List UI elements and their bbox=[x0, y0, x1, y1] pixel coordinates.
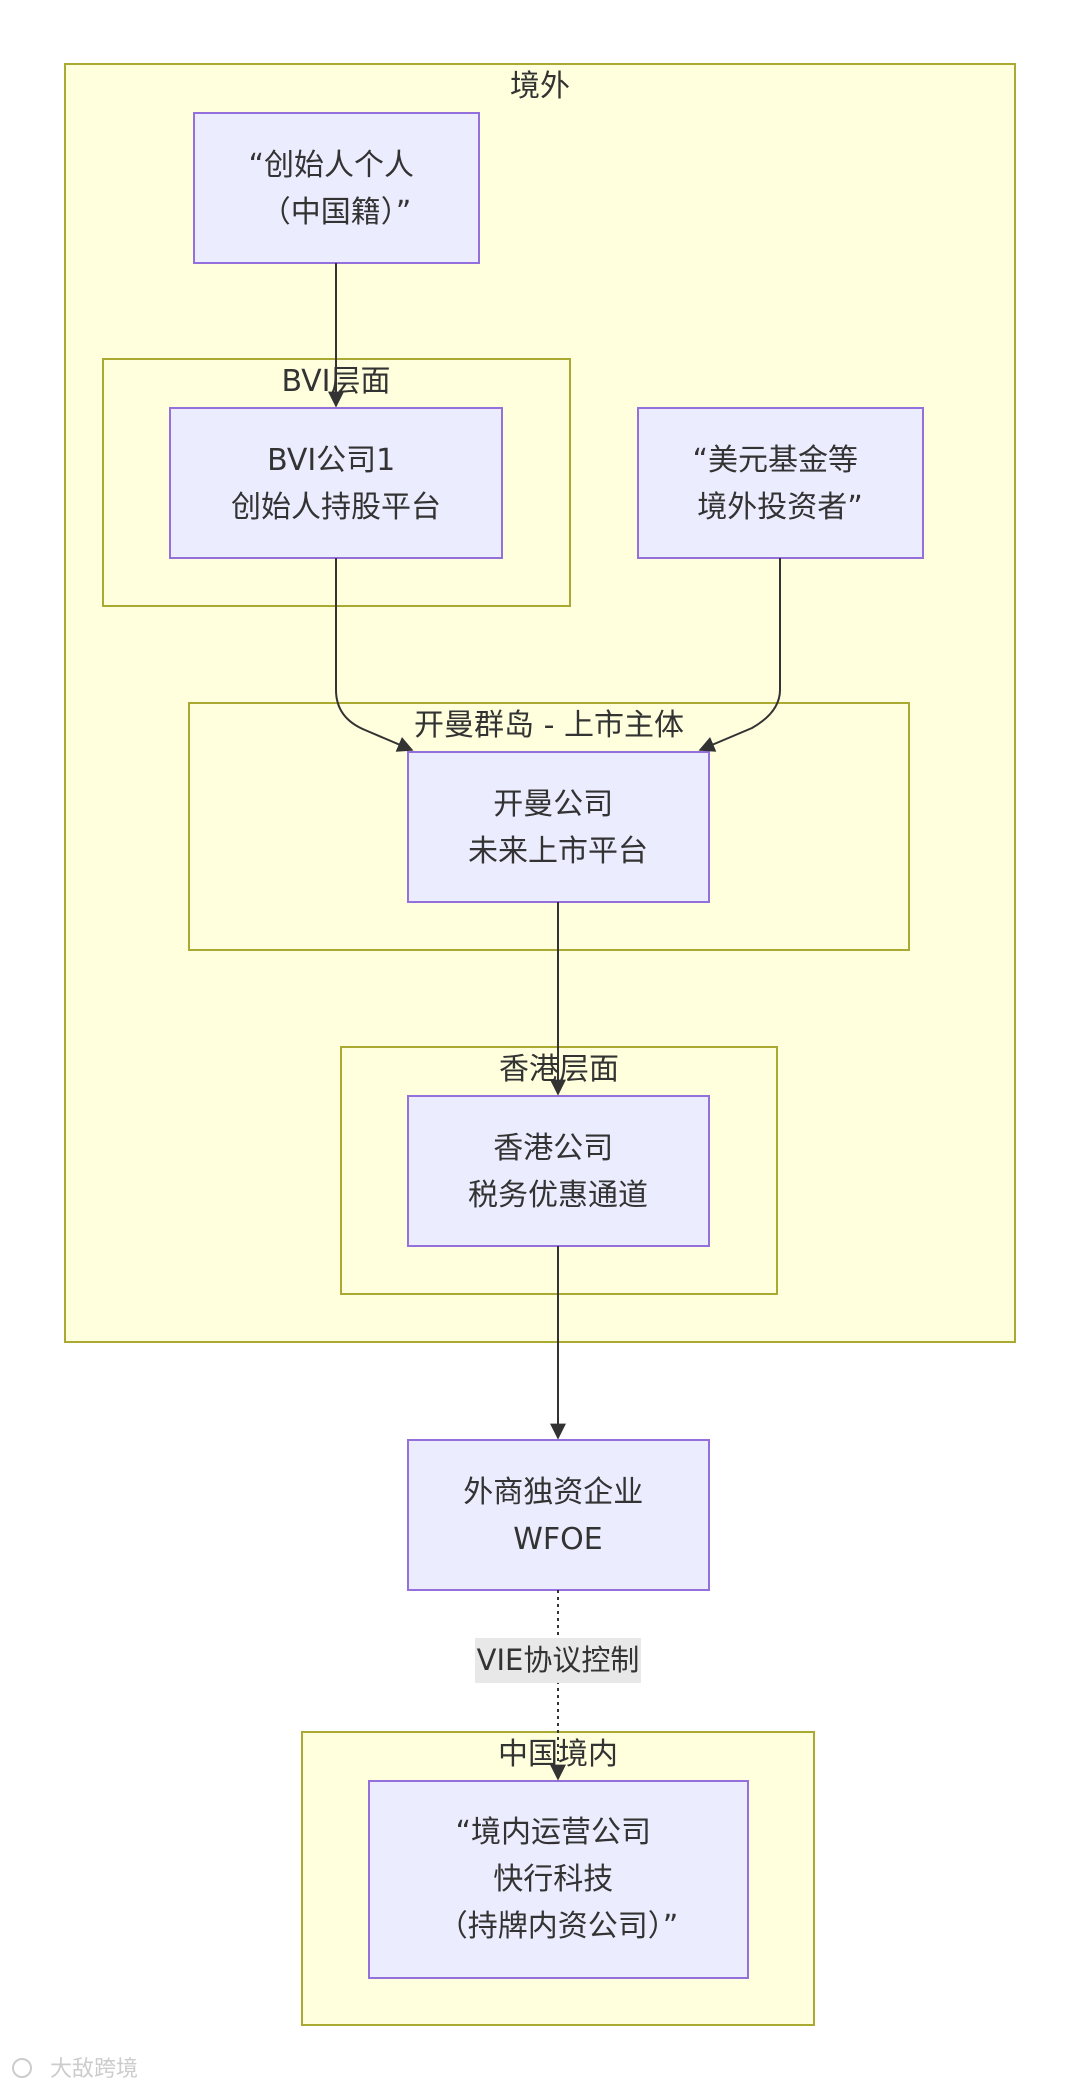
node-wfoe: 外商独资企业 WFOE bbox=[407, 1439, 710, 1591]
edge-bvi-to-cayman bbox=[335, 558, 414, 752]
svg-text:“美元基金等 境外投资者”: “美元基金等 境外投资者” bbox=[692, 443, 867, 525]
svg-text:香港公司 税务优惠通道: 香港公司 税务优惠通道 bbox=[468, 1131, 648, 1213]
svg-text:外商独资企业 WFOE: 外商独资企业 WFOE bbox=[463, 1475, 653, 1557]
svg-text:BVI公司1 创始人持股平台: BVI公司1 创始人持股平台 bbox=[231, 443, 441, 525]
svg-text:VIE协议控制: VIE协议控制 bbox=[477, 1643, 640, 1677]
cluster-offshore-title: 境外 bbox=[510, 69, 570, 104]
node-bvi-company: BVI公司1 创始人持股平台 bbox=[169, 407, 503, 559]
edge-fund-to-cayman bbox=[698, 558, 781, 752]
node-hk-company: 香港公司 税务优惠通道 bbox=[407, 1095, 710, 1247]
watermark-logo-icon bbox=[12, 2058, 32, 2078]
vie-edge-label: VIE协议控制 bbox=[475, 1638, 641, 1683]
svg-text:“创始人个人 （中国籍）”: “创始人个人 （中国籍）” bbox=[248, 148, 423, 230]
node-cayman-company: 开曼公司 未来上市平台 bbox=[407, 751, 710, 903]
svg-text:“境内运营公司 快行科技 （持牌内资: “境内运营公司 快行科技 （持牌内资公司）” bbox=[438, 1815, 679, 1944]
node-founder: “创始人个人 （中国籍）” bbox=[193, 112, 480, 264]
node-domestic-company: “境内运营公司 快行科技 （持牌内资公司）” bbox=[368, 1780, 749, 1979]
svg-text:开曼公司 未来上市平台: 开曼公司 未来上市平台 bbox=[468, 787, 648, 869]
watermark: 大敌跨境 bbox=[12, 2057, 138, 2082]
node-usd-fund: “美元基金等 境外投资者” bbox=[637, 407, 924, 559]
svg-text:大敌跨境: 大敌跨境 bbox=[50, 2057, 138, 2082]
cluster-cayman-title: 开曼群岛 - 上市主体 bbox=[414, 708, 684, 743]
